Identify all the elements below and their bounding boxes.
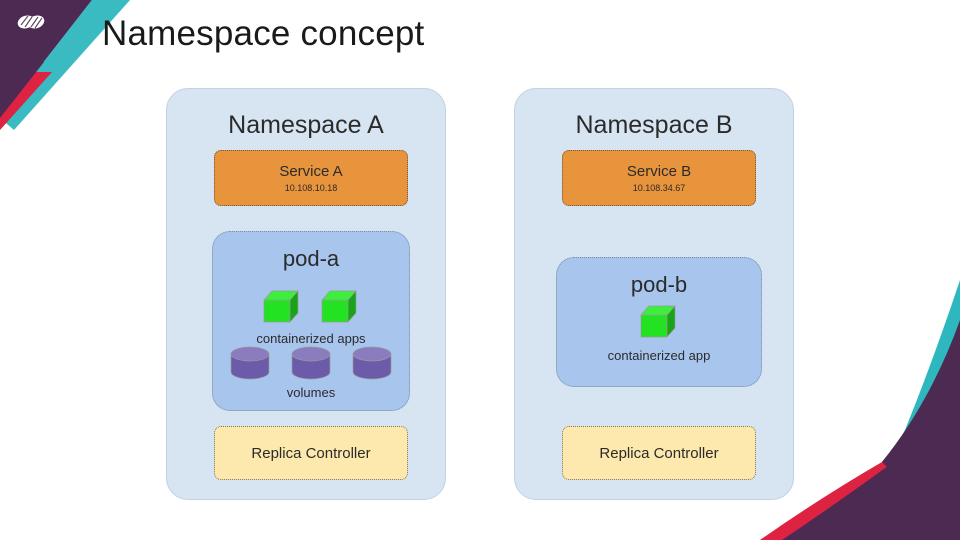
replica-controller-b-label: Replica Controller <box>599 444 719 462</box>
namespace-b-title: Namespace B <box>575 111 733 139</box>
namespace-card-a[interactable]: Namespace A Service A 10.108.10.18 pod-a <box>166 88 446 500</box>
service-box-b[interactable]: Service B 10.108.34.67 <box>562 150 756 206</box>
volume-cylinder-icon <box>230 346 270 380</box>
container-cube-icon <box>640 305 676 338</box>
pod-a-title: pod-a <box>282 246 340 271</box>
pod-box-b[interactable]: pod-b containerized app <box>556 257 762 387</box>
container-cube-icon <box>263 290 299 323</box>
namespace-a-title: Namespace A <box>228 111 384 139</box>
pod-box-a[interactable]: pod-a containerized apps <box>212 231 410 411</box>
pod-a-apps-caption: containerized apps <box>256 331 366 346</box>
service-b-ip: 10.108.34.67 <box>632 182 686 193</box>
replica-controller-a-label: Replica Controller <box>251 444 371 462</box>
service-b-name: Service B <box>626 163 692 181</box>
pod-b-container-group <box>557 303 761 341</box>
infinity-loop-logo <box>17 15 45 29</box>
pod-b-app-caption: containerized app <box>607 348 711 363</box>
service-a-name: Service A <box>279 163 343 181</box>
service-box-a[interactable]: Service A 10.108.10.18 <box>214 150 408 206</box>
namespace-card-b[interactable]: Namespace B Service B 10.108.34.67 pod-b… <box>514 88 794 500</box>
volume-cylinder-icon <box>352 346 392 380</box>
container-cube-icon <box>321 290 357 323</box>
pod-a-volumes-caption: volumes <box>286 385 336 400</box>
page-title: Namespace concept <box>102 14 425 53</box>
replica-controller-box-b[interactable]: Replica Controller <box>562 426 756 480</box>
pod-a-container-group <box>213 288 409 326</box>
pod-a-volume-group <box>213 345 409 381</box>
service-a-ip: 10.108.10.18 <box>284 182 338 193</box>
replica-controller-box-a[interactable]: Replica Controller <box>214 426 408 480</box>
volume-cylinder-icon <box>291 346 331 380</box>
pod-b-title: pod-b <box>630 272 688 297</box>
